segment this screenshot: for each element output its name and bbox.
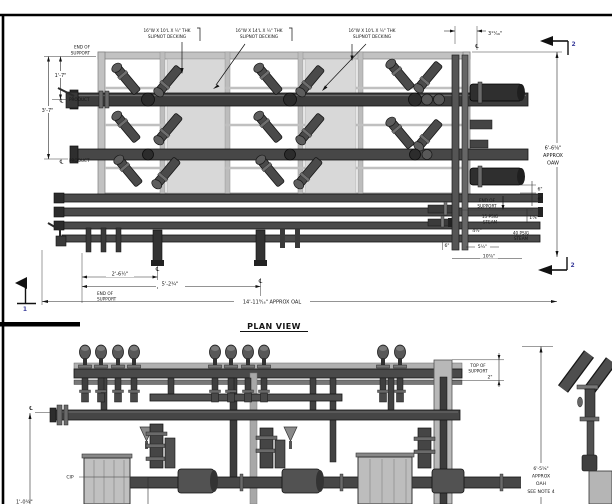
- callout-1-line2: SLIPNOT DECKING: [148, 34, 186, 39]
- manifold-pipes: [47, 192, 543, 266]
- steam-40-l1: 40 PSIG: [513, 231, 529, 236]
- valve-cluster-1: [109, 60, 184, 192]
- dim-5-2-34: 5'-2¾": [162, 282, 179, 288]
- dim-oal: 14'-11⁹⁄₁₆" APPROX OAL: [243, 300, 301, 306]
- side-view-fragment: [557, 350, 612, 504]
- centerline-elevation: ℄: [29, 405, 33, 412]
- top-of-support-l2: SUPPORT: [468, 369, 488, 374]
- section-flag-2-bottom: 2: [538, 257, 575, 275]
- plan-view: 16"W X 10'L X ¼" THK SLIPNOT DECKING 16"…: [15, 26, 576, 332]
- pump-assembly-1: [145, 423, 218, 494]
- dim-oah-l3: OAH: [536, 481, 546, 487]
- end-of-support-top-l1: END OF: [74, 45, 91, 50]
- valve-cluster-2: [251, 60, 326, 192]
- dim-elevation-left: ℄ CIP 1'-0¾": [16, 405, 149, 504]
- cip-label: CIP: [66, 475, 74, 481]
- left-flange-stack: [49, 404, 69, 426]
- section-2-bottom: 2: [571, 262, 575, 269]
- end-of-support-bl-l2: SUPPORT: [97, 297, 117, 302]
- callout-2-line1: 16"W X 14'L X ¼" THK: [235, 28, 282, 33]
- dim-oah-l2: APPROX: [532, 474, 550, 480]
- dim-3-7: 3'-7": [42, 108, 54, 114]
- housing-2: [355, 452, 415, 504]
- end-of-support-right-l2: SUPPORT: [477, 204, 497, 209]
- dim-oah: 6'-5⅝" APPROX OAH SEE NOTE 4: [521, 346, 561, 504]
- dim-bottom: 2'-6½" ℄ 5'-2¾" ℄ END OF SUPPORT 14'-11⁹…: [41, 250, 557, 306]
- plan-view-label: PLAN VIEW: [247, 322, 301, 331]
- drop-valve-2: [255, 229, 266, 263]
- plan-view-title: PLAN VIEW: [240, 322, 308, 332]
- motor-3: [431, 468, 465, 494]
- product-label-2: PRODUCT: [69, 158, 90, 163]
- dim-oah-l1: 6'-5⅝": [533, 466, 548, 472]
- top-header-pipe: [73, 368, 463, 379]
- match-line: [0, 322, 80, 327]
- centerline-drop-2: ℄: [259, 278, 263, 285]
- inlet-valve: [65, 91, 79, 109]
- top-of-support-l1: TOP OF: [469, 363, 486, 368]
- dim-right-stack: 6" 6" 1⅞" END OF SUPPORT 15 PSIG STEAM 4…: [442, 181, 543, 260]
- centerline-product-1: ℄: [60, 98, 64, 105]
- decking-callout-3: 16"W X 10'L X ¼" THK SLIPNOT DECKING: [322, 28, 396, 91]
- dim-oah-l4: SEE NOTE 4: [527, 489, 554, 495]
- section-1: 1: [23, 306, 27, 313]
- centerline-product-2: ℄: [60, 159, 64, 166]
- callout-3-line2: SLIPNOT DECKING: [353, 34, 391, 39]
- dim-6-a: 6": [537, 187, 542, 193]
- dim-6-c: 6": [444, 243, 449, 249]
- section-flag-1: 1: [15, 277, 36, 313]
- callout-3-line1: 16"W X 10'L X ¼" THK: [348, 28, 395, 33]
- centerline-top-right: ℄: [475, 43, 479, 50]
- end-of-support-top-l2: SUPPORT: [71, 51, 91, 56]
- section-2-top: 2: [572, 41, 576, 48]
- motor-1: [177, 468, 215, 494]
- dim-oaw-l1: 6'-6⅝": [545, 146, 562, 152]
- dim-oaw-l2: APPROX: [543, 153, 564, 159]
- callout-1-line1: 16"W X 10'L X ¼" THK: [143, 28, 190, 33]
- steam-40-l2: STEAM: [514, 236, 529, 241]
- decking-callout-1: 16"W X 10'L X ¼" THK SLIPNOT DECKING: [143, 27, 201, 74]
- drop-valve-1: [152, 229, 163, 263]
- dim-1-78: 1⅞": [529, 215, 539, 221]
- dim-oaw: 6'-6⅝" APPROX OAW: [472, 51, 571, 257]
- right-header: [451, 54, 525, 251]
- steam-15-l1: 15 PSIG: [482, 214, 498, 219]
- centerline-drop-1: ℄: [156, 266, 160, 273]
- dim-4-12: 4½": [472, 227, 482, 234]
- dim-left: END OF SUPPORT 1'-7" 3'-7" ℄ PRODUCT ℄ P…: [39, 45, 96, 166]
- dim-2-6-12: 2'-6½": [112, 271, 129, 278]
- elevation-view: TOP OF SUPPORT 2" 6'-5⅝" APPROX OAH SEE …: [16, 344, 612, 504]
- dim-top-of-support: TOP OF SUPPORT 2": [452, 353, 504, 387]
- dim-1-0-34: 1'-0¾": [16, 500, 33, 504]
- decking-callout-2: 16"W X 14'L X ¼" THK SLIPNOT DECKING: [213, 27, 293, 89]
- dim-6-b: 6": [537, 197, 542, 203]
- steam-15-l2: STEAM: [483, 220, 498, 225]
- valve-cluster-3: [383, 56, 445, 161]
- dim-10-78: 10⅞": [483, 254, 495, 260]
- skid-frame: [97, 51, 471, 201]
- dim-oaw-l3: OAW: [547, 161, 559, 167]
- motor-2: [281, 468, 321, 494]
- end-of-support-bl-l1: END OF: [97, 291, 114, 296]
- dim-1-7: 1'-7": [55, 73, 67, 79]
- dim-top-right: 3¹¹⁄₁₆" ℄: [444, 26, 502, 50]
- end-of-support-right-l1: END OF: [479, 198, 496, 203]
- dim-3-11-16: 3¹¹⁄₁₆": [488, 31, 502, 37]
- section-flag-2-top: 2: [540, 36, 576, 55]
- pump-assembly-3: [413, 427, 465, 494]
- pump-assembly-2: [255, 427, 324, 494]
- dim-5-12: 5½": [478, 243, 488, 250]
- product-label-1: PRODUCT: [69, 97, 90, 102]
- dim-2in: 2": [487, 375, 492, 381]
- sheet-border: [0, 13, 612, 504]
- callout-2-line2: SLIPNOT DECKING: [240, 34, 278, 39]
- housing-1: [81, 453, 133, 504]
